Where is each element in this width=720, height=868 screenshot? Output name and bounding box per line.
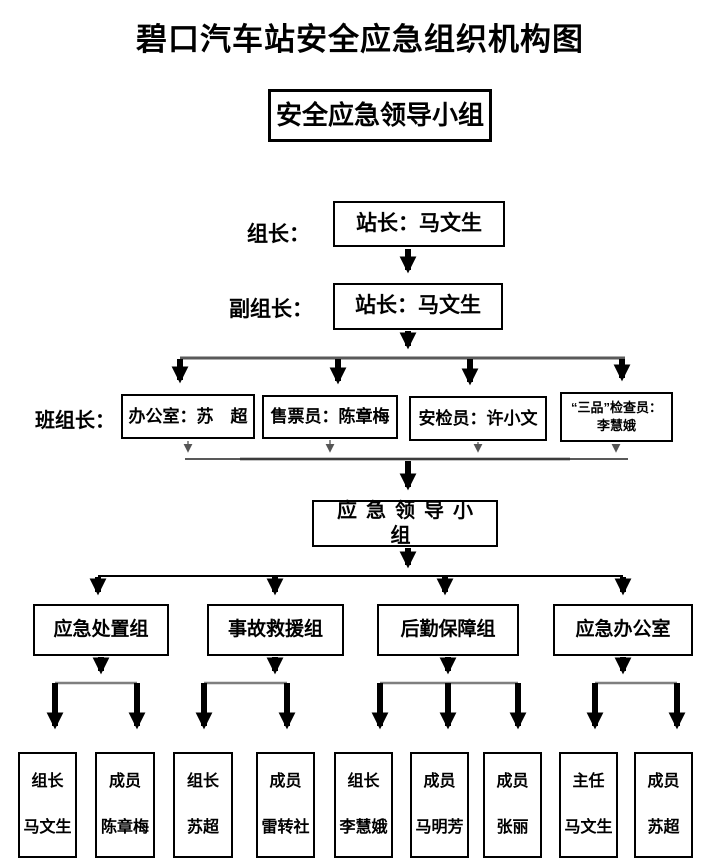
deputy-leader-label: 副组长： (229, 298, 313, 321)
member-name: 雷转社 (261, 819, 310, 836)
member-name: 李慧娥 (339, 819, 388, 836)
leader-label: 组长： (247, 223, 310, 246)
member-role: 成员 (423, 773, 456, 790)
member-name: 张丽 (496, 819, 529, 836)
member-name: 苏超 (186, 819, 219, 836)
team-box-three-items-line1: “三品”检查员： (570, 399, 662, 415)
top-box-safety-emergency-leading-group: 安全应急领导小组 (268, 89, 492, 142)
member-box-9: 成员 苏超 (634, 752, 693, 858)
member-role: 成员 (108, 773, 141, 790)
group-box-emergency-office: 应急办公室 (553, 604, 693, 656)
member-box-2: 成员 陈章梅 (95, 752, 155, 858)
group-box-emergency-disposal: 应急处置组 (33, 604, 169, 656)
member-name: 陈章梅 (100, 819, 149, 836)
page-title: 碧口汽车站安全应急组织机构图 (136, 22, 584, 57)
member-role: 组长 (31, 773, 64, 790)
member-box-3: 组长 苏超 (173, 752, 233, 858)
member-role: 成员 (496, 773, 529, 790)
member-box-1: 组长 马文生 (18, 752, 77, 858)
member-role: 成员 (269, 773, 302, 790)
member-role: 主任 (572, 773, 605, 790)
member-name: 马明芳 (415, 819, 464, 836)
team-box-three-items-inspector: “三品”检查员： 李慧娥 (560, 392, 673, 442)
member-name: 马文生 (23, 819, 72, 836)
member-box-8: 主任 马文生 (559, 752, 618, 858)
deputy-leader-box: 站长：马文生 (333, 283, 503, 330)
leader-box: 站长：马文生 (333, 201, 505, 247)
team-box-security-inspector: 安检员：许小文 (409, 396, 547, 441)
team-box-office: 办公室：苏 超 (121, 394, 255, 439)
member-role: 成员 (647, 773, 680, 790)
team-box-three-items-line2: 李慧娥 (596, 418, 636, 433)
member-name: 马文生 (564, 819, 613, 836)
group-box-logistics-support: 后勤保障组 (377, 604, 519, 656)
member-box-6: 成员 马明芳 (410, 752, 469, 858)
member-box-5: 组长 李慧娥 (334, 752, 393, 858)
group-box-accident-rescue: 事故救援组 (207, 604, 344, 656)
member-box-7: 成员 张丽 (483, 752, 542, 858)
member-box-4: 成员 雷转社 (256, 752, 315, 858)
member-name: 苏超 (647, 819, 680, 836)
member-role: 组长 (347, 773, 380, 790)
team-leader-label: 班组长： (35, 410, 115, 432)
team-box-ticket-seller: 售票员：陈章梅 (262, 395, 398, 439)
emergency-leading-group-box: 应急领导小组 (312, 500, 498, 547)
member-role: 组长 (186, 773, 219, 790)
